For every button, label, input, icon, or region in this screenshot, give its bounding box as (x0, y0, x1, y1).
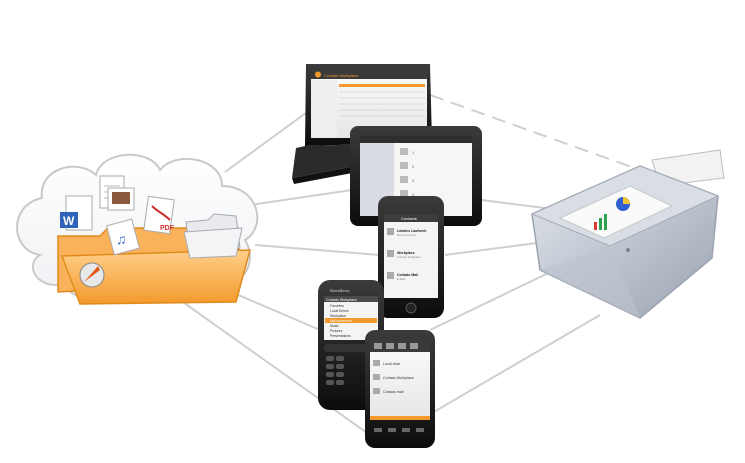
android-phone: Local drive Cortado Workplace Cortado ma… (365, 330, 435, 448)
tablet-row-label: 4 (412, 192, 415, 197)
pdf-document-icon: PDF (143, 195, 175, 235)
iphone-item-subtitle: E-Mail (397, 277, 405, 281)
iphone-item-subtitle: Cortado Workplace (397, 255, 421, 259)
android-item-label: Local drive (383, 362, 400, 366)
blackberry-item: Workplace (330, 314, 346, 318)
android-list-item: Cortado mail (373, 388, 404, 394)
blackberry-item: MyDocuments (330, 319, 352, 323)
android-item-label: Cortado Workplace (383, 376, 414, 380)
printer (530, 149, 725, 319)
iphone: Contacts Lokales Laufwerk My Documents W… (378, 196, 444, 318)
blackberry-item: Local Drives (330, 309, 349, 313)
iphone-list-item: Workplace Cortado Workplace (387, 250, 421, 259)
blackberry-item: Favorites (330, 304, 344, 308)
tablet-row-label: 1 (412, 150, 415, 155)
music-file-icon: ♫ (105, 218, 141, 256)
iphone-item-title: Workplace (397, 251, 415, 255)
tablet-row-label: 2 (412, 164, 415, 169)
iphone-item-subtitle: My Documents (397, 233, 416, 237)
android-list-item: Cortado Workplace (373, 374, 414, 380)
word-document-icon: W (60, 195, 93, 231)
svg-text:♫: ♫ (116, 231, 127, 247)
open-folder-icon (183, 213, 243, 259)
blackberry-item: Music (330, 324, 339, 328)
android-list-item: Local drive (373, 360, 400, 366)
iphone-list-item: Cortado Mail E-Mail (387, 272, 418, 281)
svg-text:W: W (63, 214, 75, 228)
blackberry-item: Pictures (330, 329, 343, 333)
iphone-item-title: Lokales Laufwerk (397, 229, 426, 233)
image-file-icon (107, 187, 135, 211)
blackberry-brand: BlackBerry (330, 288, 349, 293)
iphone-item-title: Cortado Mail (397, 273, 418, 277)
laptop-brand-label: Cortado Workplace (324, 73, 359, 78)
iphone-list-item: Lokales Laufwerk My Documents (387, 228, 426, 237)
tablet-row-label: 3 (412, 178, 415, 183)
android-item-label: Cortado mail (383, 390, 404, 394)
connector-lines (179, 94, 641, 436)
svg-text:PDF: PDF (160, 225, 175, 232)
iphone-title: Contacts (401, 216, 417, 221)
blackberry-item: Presentations (330, 334, 351, 338)
blackberry-header: Cortado Workplace (326, 298, 357, 302)
